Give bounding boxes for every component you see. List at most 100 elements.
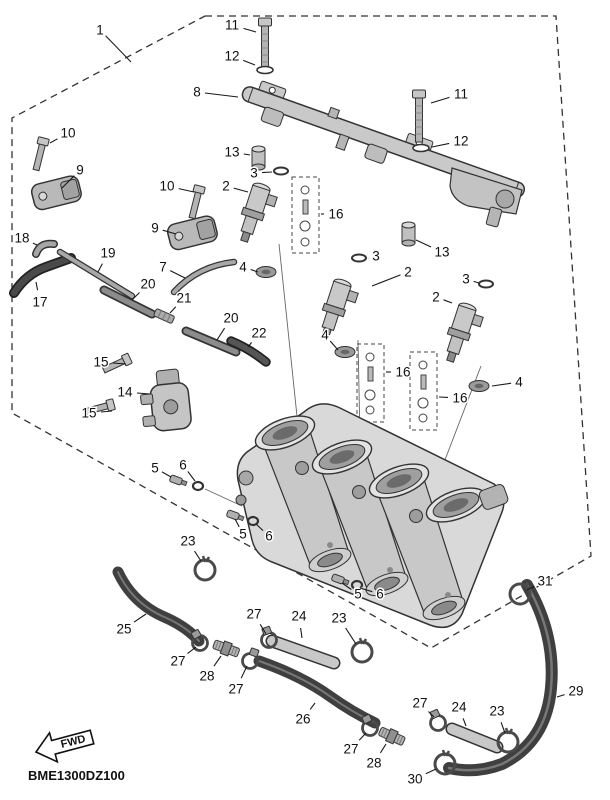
callout-20: 20 xyxy=(140,277,155,292)
bolt-15-bottom xyxy=(84,398,116,416)
washer-12-left xyxy=(256,65,274,75)
hose-20-a xyxy=(99,285,157,319)
callout-leader-2 xyxy=(443,299,453,304)
hose-22 xyxy=(226,336,271,367)
callout-15: 15 xyxy=(93,355,108,370)
callout-leader-28 xyxy=(213,655,222,667)
callout-leader-28 xyxy=(379,743,387,754)
injector-2-2 xyxy=(321,278,359,339)
callout-leader-24 xyxy=(462,718,467,727)
injector-2-3 xyxy=(446,302,484,363)
callout-leader-27 xyxy=(358,732,367,741)
callout-leader-4 xyxy=(250,268,259,273)
callout-leader-11 xyxy=(243,27,257,33)
callout-leader-12 xyxy=(431,142,450,148)
callout-2: 2 xyxy=(404,265,412,280)
callout-28: 28 xyxy=(366,756,381,771)
callout-27: 27 xyxy=(412,696,427,711)
callout-leader-30 xyxy=(425,768,437,775)
callout-10: 10 xyxy=(60,126,75,141)
callout-leader-27 xyxy=(240,665,248,679)
washer-12-right xyxy=(412,143,430,153)
screw-5-1 xyxy=(169,474,188,487)
callout-leader-4 xyxy=(329,340,339,351)
callout-5: 5 xyxy=(151,461,159,476)
clamp-23-3 xyxy=(496,727,520,754)
callout-leader-29 xyxy=(556,694,565,698)
injector-2-1 xyxy=(240,182,278,243)
clamp-23-1 xyxy=(193,555,217,582)
clamp-23-2 xyxy=(350,637,374,664)
callout-leader-27 xyxy=(428,711,435,718)
callout-21: 21 xyxy=(176,291,191,306)
callout-27: 27 xyxy=(343,742,358,757)
callout-24: 24 xyxy=(451,700,467,715)
clamp-31 xyxy=(508,581,532,606)
clamp-30 xyxy=(433,749,457,776)
oring-3-3 xyxy=(478,279,494,289)
callout-leader-24 xyxy=(300,627,303,639)
callout-leader-27 xyxy=(187,646,197,655)
injector-port-3 xyxy=(409,509,423,523)
grommet-4-2 xyxy=(334,346,356,358)
callout-31: 31 xyxy=(537,574,552,589)
clamp-27-3 xyxy=(260,625,278,649)
callout-leader-4 xyxy=(491,382,512,387)
callout-4: 4 xyxy=(239,260,247,275)
callout-leader-5 xyxy=(161,471,172,478)
callout-leader-11 xyxy=(430,96,450,104)
callout-leader-15 xyxy=(100,410,113,413)
joint-18 xyxy=(32,239,58,258)
sensor-9-left xyxy=(30,175,82,211)
callout-leader-27 xyxy=(259,624,267,635)
callout-3: 3 xyxy=(372,249,380,264)
callout-leader-2 xyxy=(371,274,401,287)
fwd-label: FWD xyxy=(60,733,87,751)
callout-11: 11 xyxy=(454,87,468,102)
callout-leader-15 xyxy=(112,362,127,365)
callout-23: 23 xyxy=(489,704,504,719)
callout-leader-1 xyxy=(105,35,132,63)
callout-leader-12 xyxy=(243,59,256,66)
bolt-10-left xyxy=(32,136,50,172)
callout-leader-21 xyxy=(169,306,177,314)
callout-9: 9 xyxy=(76,163,84,178)
callout-5: 5 xyxy=(354,587,362,602)
hose-20-b xyxy=(181,326,241,357)
callout-23: 23 xyxy=(180,534,195,549)
callout-leader-7 xyxy=(169,270,186,279)
clamp-27-2 xyxy=(241,647,260,670)
pipe-7 xyxy=(170,258,238,296)
callout-leader-3 xyxy=(473,280,480,284)
callout-leader-26 xyxy=(309,702,316,710)
callout-13: 13 xyxy=(224,145,239,160)
callout-10: 10 xyxy=(159,179,174,194)
callout-leader-23 xyxy=(500,722,506,734)
clamp-27-4 xyxy=(361,713,379,737)
bolt-11-right xyxy=(412,89,426,143)
callout-leader-6 xyxy=(255,523,264,532)
callout-leader-13 xyxy=(243,153,251,156)
hose-29 xyxy=(443,579,558,777)
clamp-27-1 xyxy=(190,629,209,652)
callout-19: 19 xyxy=(100,246,115,261)
callout-1: 1 xyxy=(96,23,104,38)
callout-leader-3 xyxy=(261,171,273,174)
screw-5-2 xyxy=(226,509,245,522)
callout-leader-8 xyxy=(204,92,239,98)
callout-leader-23 xyxy=(345,627,357,645)
injector-port-2 xyxy=(352,485,366,499)
callout-23: 23 xyxy=(331,611,346,626)
callout-9: 9 xyxy=(151,221,159,236)
callout-4: 4 xyxy=(321,328,329,343)
callout-leader-25 xyxy=(133,613,147,623)
tube-24-1 xyxy=(265,634,341,670)
callout-12: 12 xyxy=(224,49,239,64)
bolt-15-top xyxy=(101,352,133,374)
callout-leader-31 xyxy=(526,585,535,591)
callout-14: 14 xyxy=(117,385,133,400)
diagram-boundary xyxy=(11,15,592,649)
callout-leader-10 xyxy=(178,188,195,193)
